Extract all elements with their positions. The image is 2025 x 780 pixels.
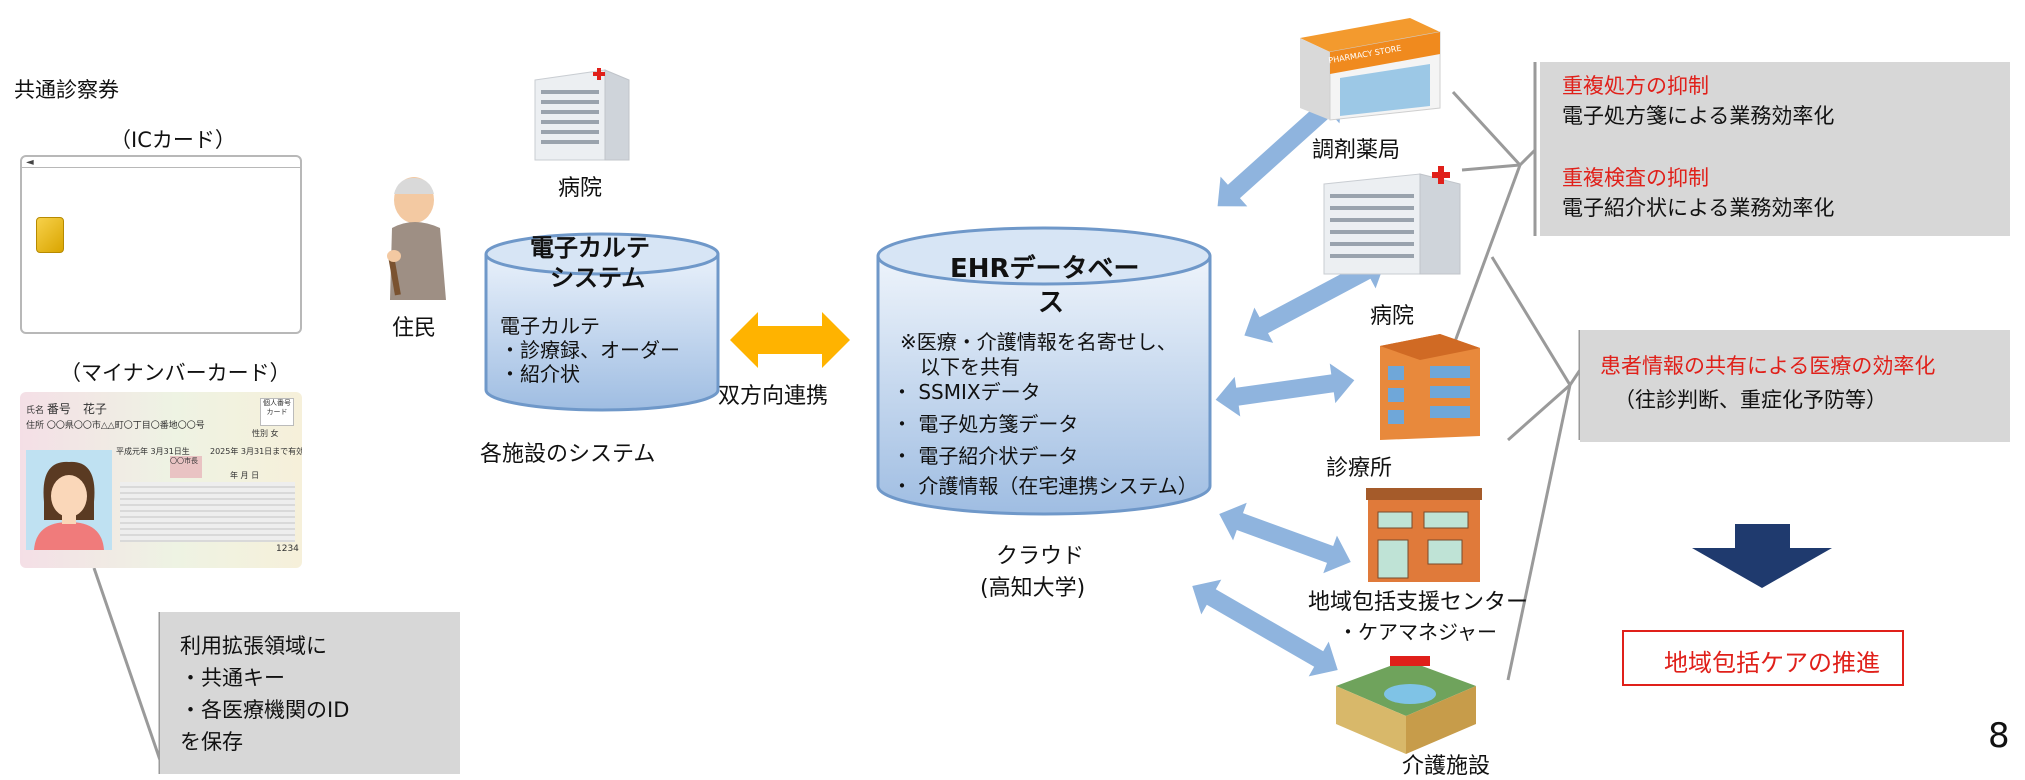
clinic-label: 診療所 bbox=[1326, 456, 1393, 481]
result-box: 地域包括ケアの推進 bbox=[1622, 630, 1904, 686]
ehr-title-1: EHRデータベー bbox=[950, 254, 1140, 284]
center-label-1: 地域包括支援センター bbox=[1308, 590, 1529, 615]
ehr-cylinder bbox=[876, 226, 1212, 516]
emr-cylinder bbox=[484, 232, 720, 412]
ehr-item-1: ※医療・介護情報を名寄せし、 bbox=[900, 330, 1177, 354]
pharmacy-icon bbox=[1300, 18, 1441, 121]
ic-card: ◄ bbox=[20, 155, 302, 334]
card-sex: 女 bbox=[270, 429, 279, 438]
hospital-right-label: 病院 bbox=[1370, 304, 1415, 329]
benefit-box-1: 重複処方の抑制 電子処方箋による業務効率化 重複検査の抑制 電子紹介状による業務… bbox=[1540, 62, 2010, 236]
fan-lines bbox=[1451, 62, 1582, 681]
card-birth: 平成元年 3月31日生 bbox=[116, 447, 190, 456]
card-sex-label: 性別 bbox=[252, 429, 268, 438]
portrait-icon bbox=[26, 450, 112, 550]
card-expiry: 2025年 3月31日まで有効 bbox=[210, 447, 302, 456]
card-seal: 〇〇市長 bbox=[170, 456, 202, 478]
ic-card-label: （ICカード） bbox=[110, 128, 236, 152]
note-line-1: 利用拡張領域に bbox=[180, 634, 327, 658]
benefit-2-title: 重複検査の抑制 bbox=[1562, 166, 1709, 190]
emr-item-3: ・紹介状 bbox=[500, 362, 580, 386]
mynumber-card: 氏名 番号 花子 住所 〇〇県〇〇市△△町〇丁目〇番地〇〇号 個人番号カード 性… bbox=[20, 392, 302, 568]
card-badge: 個人番号カード bbox=[260, 398, 294, 426]
card-number: 1234 bbox=[276, 544, 299, 554]
hospital-right-icon bbox=[1323, 166, 1461, 275]
resident-icon bbox=[387, 177, 446, 300]
note-line-3: ・各医療機関のID bbox=[180, 698, 350, 722]
card-direction-icon: ◄ bbox=[26, 157, 34, 168]
card-note-box: 利用拡張領域に ・共通キー ・各医療機関のID を保存 bbox=[160, 612, 460, 774]
ehr-title-2: ス bbox=[1038, 288, 1065, 318]
card-address: 〇〇県〇〇市△△町〇丁目〇番地〇〇号 bbox=[46, 421, 205, 431]
ehr-item-5: ・ 電子紹介状データ bbox=[892, 444, 1079, 468]
result-text: 地域包括ケアの推進 bbox=[1664, 649, 1880, 677]
hospital-top-label: 病院 bbox=[558, 176, 603, 201]
center-label-2: ・ケアマネジャー bbox=[1338, 620, 1497, 644]
hospital-top-icon bbox=[534, 68, 630, 161]
emr-caption: 各施設のシステム bbox=[480, 442, 656, 467]
card-note-connector bbox=[92, 567, 162, 761]
ehr-caption-1: クラウド bbox=[996, 544, 1085, 569]
ehr-item-6: ・ 介護情報（在宅連携システム） bbox=[892, 474, 1198, 498]
mynumber-label: （マイナンバーカード） bbox=[60, 361, 291, 385]
benefit-3-title: 患者情報の共有による医療の効率化 bbox=[1600, 354, 1936, 378]
pharmacy-label: 調剤薬局 bbox=[1312, 138, 1401, 163]
benefit-1-title: 重複処方の抑制 bbox=[1562, 74, 1709, 98]
card-title: 共通診察券 bbox=[14, 78, 119, 102]
card-name: 番号 花子 bbox=[46, 402, 107, 416]
care-label: 介護施設 bbox=[1402, 754, 1491, 779]
benefit-box-2: 患者情報の共有による医療の効率化 （往診判断、重症化予防等） bbox=[1580, 330, 2010, 442]
ic-card-stripe bbox=[22, 167, 300, 168]
page-number: 8 bbox=[1988, 716, 2010, 756]
link-label: 双方向連携 bbox=[718, 384, 829, 409]
care-facility-icon bbox=[1336, 656, 1476, 754]
ehr-item-2: 以下を共有 bbox=[900, 355, 1020, 379]
ehr-item-4: ・ 電子処方箋データ bbox=[892, 412, 1079, 436]
ehr-caption-2: (高知大学) bbox=[980, 576, 1086, 601]
card-pattern bbox=[120, 482, 295, 542]
ehr-item-3: ・ SSMIXデータ bbox=[892, 380, 1041, 404]
down-arrow bbox=[1692, 524, 1832, 588]
ic-chip-icon bbox=[36, 217, 64, 253]
note-line-4: を保存 bbox=[180, 730, 243, 754]
emr-item-2: ・診療録、オーダー bbox=[500, 338, 680, 362]
clinic-icon bbox=[1380, 334, 1480, 440]
resident-label: 住民 bbox=[392, 316, 437, 341]
card-name-prefix: 氏名 bbox=[26, 406, 45, 416]
emr-title-2: システム bbox=[550, 264, 646, 292]
benefit-1-text: 電子処方箋による業務効率化 bbox=[1562, 104, 1835, 128]
emr-title-1: 電子カルテ bbox=[530, 234, 650, 262]
emr-item-1: 電子カルテ bbox=[500, 314, 600, 338]
community-center-icon bbox=[1366, 488, 1482, 582]
blue-arrows bbox=[1192, 93, 1386, 677]
bidirectional-orange-arrow bbox=[730, 312, 850, 368]
benefit-3-text: （往診判断、重症化予防等） bbox=[1614, 388, 1887, 412]
card-year-month: 年 月 日 bbox=[230, 471, 260, 480]
note-line-2: ・共通キー bbox=[180, 666, 285, 690]
benefit-2-text: 電子紹介状による業務効率化 bbox=[1562, 196, 1835, 220]
card-address-prefix: 住所 bbox=[26, 421, 45, 431]
